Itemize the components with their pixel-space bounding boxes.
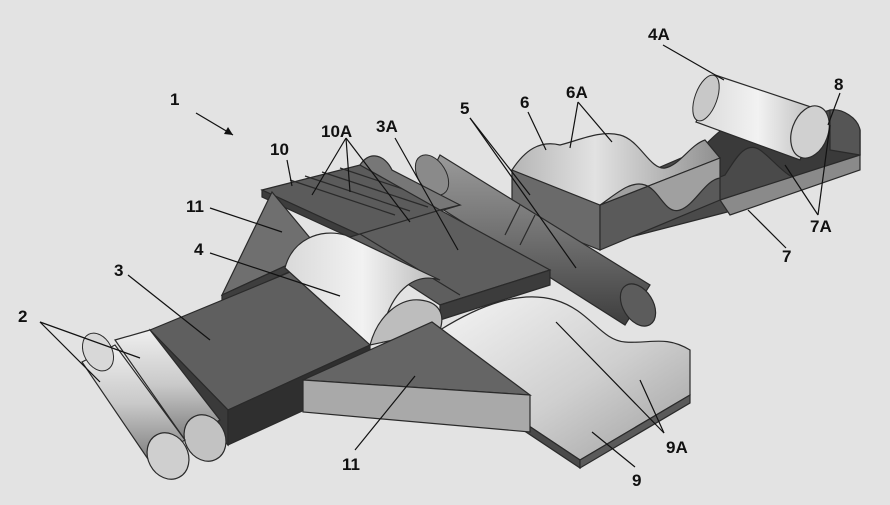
label-3a: 3A (376, 117, 398, 136)
label-9: 9 (632, 471, 641, 490)
label-3: 3 (114, 261, 123, 280)
label-7: 7 (782, 247, 791, 266)
label-8: 8 (834, 75, 843, 94)
label-6: 6 (520, 93, 529, 112)
label-2: 2 (18, 307, 27, 326)
leader-lines (39, 44, 841, 468)
label-5: 5 (460, 99, 469, 118)
label-4: 4 (194, 240, 204, 259)
label-7a: 7A (810, 217, 832, 236)
block-6 (511, 133, 721, 251)
label-11-bottom: 11 (342, 455, 360, 474)
rolls-2 (81, 329, 227, 480)
label-9a: 9A (666, 438, 688, 457)
plate-10 (260, 155, 462, 243)
wing-11-bottom (302, 321, 532, 433)
roll-4 (284, 232, 443, 346)
label-fig-1: 1 (170, 90, 179, 109)
roll-5 (414, 154, 657, 327)
label-4a: 4A (648, 25, 670, 44)
label-11-top: 11 (186, 197, 204, 216)
label-10a: 10A (321, 122, 352, 141)
label-10: 10 (270, 140, 289, 159)
roll-4a (692, 74, 830, 161)
label-6a: 6A (566, 83, 588, 102)
